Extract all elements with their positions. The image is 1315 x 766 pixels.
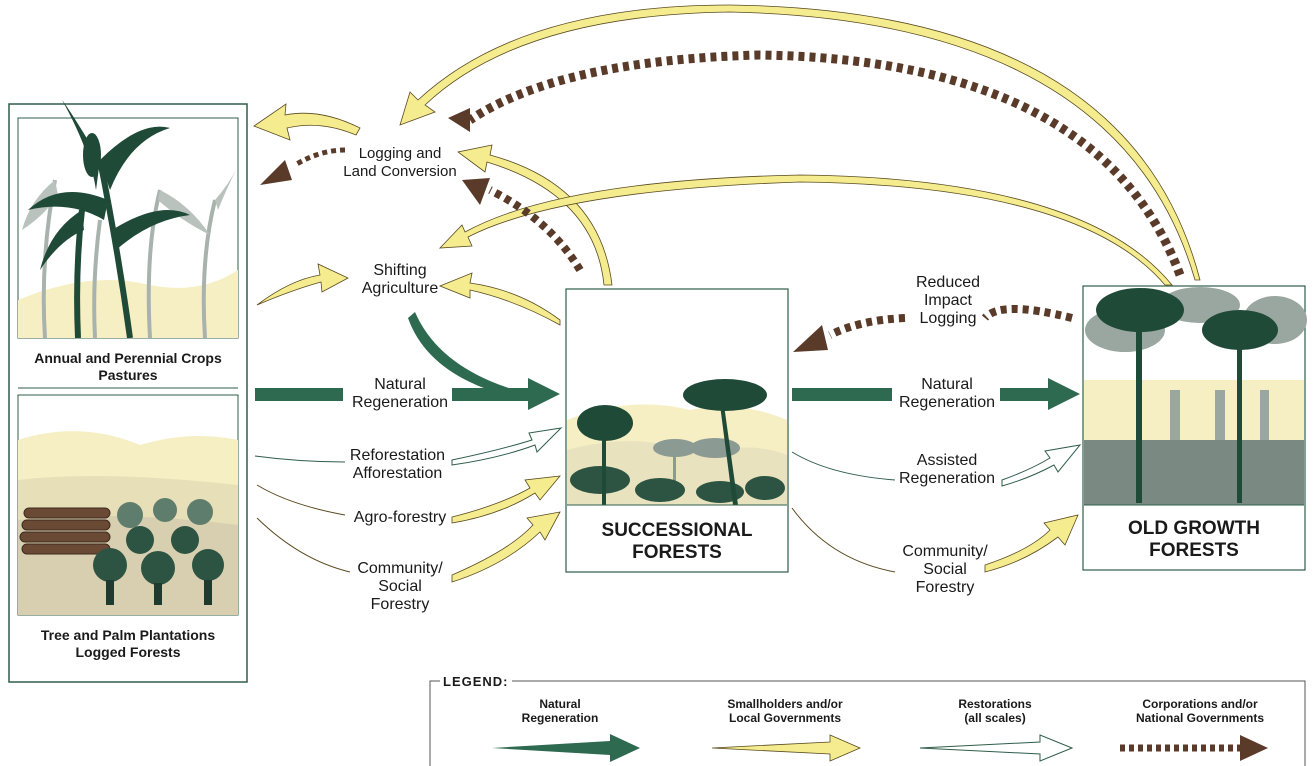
successional-forests-caption: SUCCESSIONAL FORESTS	[601, 520, 753, 563]
left-panel-group	[8, 100, 248, 683]
legend-title: LEGEND:	[441, 674, 511, 689]
legend-corporate-arrow	[1120, 735, 1268, 761]
arrow-successional-to-logging	[457, 144, 613, 286]
plantations-caption: Tree and Palm Plantations Logged Forests	[40, 627, 216, 660]
arrow-successional-to-logging-corp	[488, 186, 584, 273]
successional-forests-panel	[565, 288, 789, 573]
label-natural-left: Natural Regeneration	[351, 376, 449, 411]
arrow-community-left	[451, 511, 561, 583]
label-natural-right: Natural Regeneration	[898, 376, 996, 411]
arrow-shifting-to-successional	[408, 312, 525, 400]
legend-item-smallholder: Smallholders and/or Local Governments	[727, 697, 843, 725]
legend-restoration-arrow	[919, 734, 1074, 762]
label-community-left: Community/ Social Forestry	[357, 560, 443, 613]
arrow-oldgrowth-to-logging	[399, 4, 1201, 281]
arrow-community-right	[984, 514, 1079, 573]
arrow-assisted	[1001, 444, 1082, 487]
label-agroforestry: Agro-forestry	[353, 509, 447, 526]
label-reduced-impact: Reduced Impact Logging	[915, 274, 981, 327]
old-growth-forests-panel	[1082, 285, 1307, 571]
arrow-successional-to-shifting	[438, 272, 561, 326]
arrow-oldgrowth-to-logging-corp	[467, 50, 1185, 277]
legend-item-restoration: Restorations (all scales)	[958, 697, 1032, 725]
legend-smallholder-arrow	[711, 734, 862, 762]
label-logging: Logging and Land Conversion	[343, 145, 457, 180]
arrow-natural-right	[792, 378, 1080, 410]
legend-natural-arrow	[492, 734, 640, 762]
arrow-agroforestry	[451, 475, 561, 524]
arrow-logging-to-crops-corp	[293, 147, 346, 168]
arrow-reduced-impact	[828, 305, 1073, 339]
label-community-right: Community/ Social Forestry	[902, 543, 988, 596]
arrow-oldgrowth-to-shifting	[439, 174, 1173, 286]
arrow-crops-to-shifting	[256, 263, 349, 306]
label-assisted: Assisted Regeneration	[898, 452, 996, 487]
crops-illustration	[17, 100, 239, 339]
crops-caption: Annual and Perennial Crops Pastures	[34, 350, 222, 383]
arrow-reforestation	[451, 427, 563, 466]
arrow-logging-to-crops	[253, 103, 361, 141]
label-reforestation: Reforestation Afforestation	[349, 447, 446, 482]
legend-item-corporate: Corporations and/or National Governments	[1135, 697, 1265, 725]
legend-box	[429, 680, 1306, 766]
legend-item-natural: Natural Regeneration	[521, 697, 599, 725]
label-shifting: Shifting Agriculture	[361, 262, 439, 297]
plantations-illustration	[17, 394, 239, 616]
old-growth-forests-caption: OLD GROWTH FORESTS	[1128, 518, 1260, 561]
